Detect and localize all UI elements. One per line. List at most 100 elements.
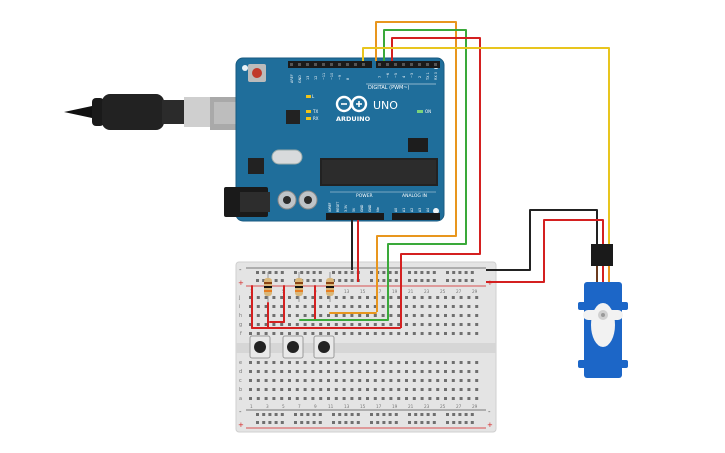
breadboard-hole[interactable] <box>288 296 291 299</box>
breadboard-hole[interactable] <box>303 314 307 317</box>
breadboard-hole[interactable] <box>303 361 307 364</box>
rail-hole[interactable] <box>280 271 284 274</box>
breadboard-hole[interactable] <box>397 370 401 373</box>
rail-hole[interactable] <box>318 279 322 282</box>
rail-hole[interactable] <box>470 271 474 274</box>
breadboard-hole[interactable] <box>420 314 424 317</box>
breadboard-hole[interactable] <box>389 323 393 326</box>
rail-hole[interactable] <box>274 413 278 416</box>
breadboard-hole[interactable] <box>397 379 401 382</box>
breadboard-hole[interactable] <box>311 314 315 317</box>
breadboard-hole[interactable] <box>342 296 346 299</box>
rail-hole[interactable] <box>376 413 380 416</box>
breadboard-hole[interactable] <box>264 361 268 364</box>
breadboard-hole[interactable] <box>467 388 471 391</box>
breadboard-hole[interactable] <box>366 397 369 400</box>
breadboard-hole[interactable] <box>389 361 393 364</box>
breadboard-hole[interactable] <box>311 296 315 299</box>
breadboard-hole[interactable] <box>381 332 385 335</box>
breadboard-hole[interactable] <box>459 314 463 317</box>
breadboard-hole[interactable] <box>381 314 385 317</box>
rail-hole[interactable] <box>458 271 462 274</box>
rail-hole[interactable] <box>356 413 360 416</box>
breadboard-hole[interactable] <box>264 323 268 326</box>
wire-red-servo[interactable] <box>486 219 604 283</box>
breadboard-hole[interactable] <box>350 323 354 326</box>
rail-hole[interactable] <box>318 271 322 274</box>
rail-hole[interactable] <box>294 271 297 274</box>
resistor-2[interactable] <box>295 272 303 302</box>
breadboard-hole[interactable] <box>249 323 252 326</box>
breadboard-hole[interactable] <box>295 296 299 299</box>
rail-hole[interactable] <box>414 279 418 282</box>
breadboard-hole[interactable] <box>295 305 299 308</box>
breadboard-hole[interactable] <box>397 332 401 335</box>
rail-hole[interactable] <box>344 271 348 274</box>
breadboard-hole[interactable] <box>358 388 362 391</box>
breadboard-hole[interactable] <box>295 388 299 391</box>
rail-hole[interactable] <box>262 279 266 282</box>
breadboard-hole[interactable] <box>311 323 315 326</box>
breadboard-hole[interactable] <box>444 332 447 335</box>
rail-hole[interactable] <box>356 421 360 424</box>
breadboard-hole[interactable] <box>405 397 408 400</box>
breadboard-hole[interactable] <box>256 314 260 317</box>
breadboard[interactable]: - + - + - + - + j i h g f e d c b a 1 3 … <box>235 261 497 433</box>
rail-hole[interactable] <box>394 413 398 416</box>
breadboard-hole[interactable] <box>319 388 323 391</box>
rail-hole[interactable] <box>370 279 373 282</box>
breadboard-hole[interactable] <box>280 323 284 326</box>
pushbutton-2[interactable] <box>282 335 304 359</box>
rail-hole[interactable] <box>388 271 392 274</box>
breadboard-hole[interactable] <box>412 397 416 400</box>
breadboard-hole[interactable] <box>272 361 276 364</box>
breadboard-hole[interactable] <box>436 379 440 382</box>
breadboard-hole[interactable] <box>295 379 299 382</box>
rail-hole[interactable] <box>446 413 449 416</box>
breadboard-hole[interactable] <box>327 323 330 326</box>
breadboard-hole[interactable] <box>475 323 479 326</box>
breadboard-hole[interactable] <box>420 296 424 299</box>
rail-hole[interactable] <box>370 413 373 416</box>
rail-hole[interactable] <box>312 271 316 274</box>
breadboard-hole[interactable] <box>475 314 479 317</box>
breadboard-hole[interactable] <box>389 296 393 299</box>
breadboard-hole[interactable] <box>342 379 346 382</box>
rail-hole[interactable] <box>452 279 456 282</box>
breadboard-hole[interactable] <box>428 332 432 335</box>
rail-hole[interactable] <box>388 413 392 416</box>
rail-hole[interactable] <box>452 271 456 274</box>
rail-hole[interactable] <box>370 271 373 274</box>
breadboard-hole[interactable] <box>264 370 268 373</box>
breadboard-hole[interactable] <box>373 296 377 299</box>
breadboard-hole[interactable] <box>319 397 323 400</box>
breadboard-hole[interactable] <box>366 305 369 308</box>
breadboard-hole[interactable] <box>288 397 291 400</box>
rail-hole[interactable] <box>470 279 474 282</box>
rail-hole[interactable] <box>268 271 272 274</box>
breadboard-hole[interactable] <box>467 361 471 364</box>
breadboard-hole[interactable] <box>436 370 440 373</box>
breadboard-hole[interactable] <box>327 388 330 391</box>
resistor-1[interactable] <box>264 272 272 302</box>
rail-hole[interactable] <box>312 421 316 424</box>
breadboard-hole[interactable] <box>358 305 362 308</box>
breadboard-hole[interactable] <box>428 296 432 299</box>
breadboard-hole[interactable] <box>295 314 299 317</box>
rail-hole[interactable] <box>338 271 342 274</box>
breadboard-hole[interactable] <box>311 332 315 335</box>
breadboard-hole[interactable] <box>334 388 338 391</box>
breadboard-hole[interactable] <box>342 323 346 326</box>
rail-hole[interactable] <box>318 421 322 424</box>
breadboard-hole[interactable] <box>334 296 338 299</box>
breadboard-hole[interactable] <box>412 314 416 317</box>
rail-hole[interactable] <box>426 271 430 274</box>
servo-connector[interactable] <box>591 244 613 266</box>
breadboard-hole[interactable] <box>327 361 330 364</box>
breadboard-hole[interactable] <box>350 305 354 308</box>
breadboard-hole[interactable] <box>467 397 471 400</box>
rail-hole[interactable] <box>344 413 348 416</box>
rail-hole[interactable] <box>300 413 304 416</box>
power-header[interactable] <box>326 213 384 220</box>
